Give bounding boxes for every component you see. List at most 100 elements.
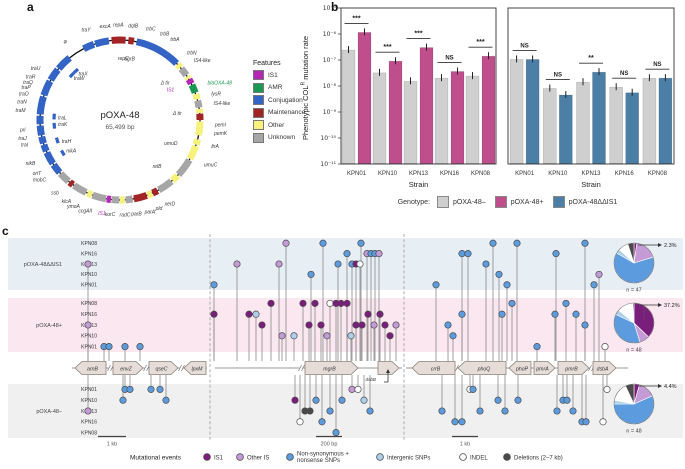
mutation-event-nonsyn — [210, 281, 218, 289]
features-legend-swatch — [253, 132, 264, 143]
features-legend-label: IS1 — [268, 71, 278, 79]
plasmid-gene-label: korC — [105, 212, 116, 218]
mutation-event-nonsyn — [343, 250, 351, 258]
plasmid-gene-label: IS1 — [98, 211, 106, 217]
mutation-event-nonsyn — [581, 321, 589, 329]
gene-label: phoP — [515, 366, 529, 372]
plasmid-gene-label: IS4-like — [194, 58, 211, 64]
mutation-event-indel — [356, 260, 364, 268]
plasmid-gene-label: traW — [74, 76, 86, 82]
mutation-event-nonsyn — [326, 407, 334, 415]
plasmid-segment — [57, 171, 71, 184]
plasmid-segment — [50, 162, 63, 175]
plasmid-gene-label: ymoA — [66, 204, 80, 210]
plasmid-gene-label: pld — [155, 206, 163, 212]
plasmid-gene-label: IS1 — [167, 88, 175, 94]
gene-arrow — [183, 361, 207, 375]
plasmid-segment — [56, 55, 72, 71]
plasmid-gene-label: mobC — [33, 177, 47, 183]
mutation-event-other_is — [275, 260, 283, 268]
bar — [481, 55, 496, 164]
plasmid-gene-label: traR — [26, 75, 36, 81]
mutation-event-is1 — [267, 299, 275, 307]
pie-outline — [613, 242, 655, 284]
plasmid-gene-label: IS4-like — [214, 101, 231, 107]
gene-arrow — [148, 361, 179, 375]
plasmid-segment — [135, 38, 180, 66]
mutation-legend-swatch — [236, 453, 244, 461]
mutation-event-is1 — [358, 321, 366, 329]
axis-break-mark — [143, 364, 147, 372]
significance-label: ** — [588, 55, 594, 62]
mutation-event-nonsyn — [449, 332, 457, 340]
pie-outline — [613, 383, 655, 425]
plasmid-gene-label: pemI — [214, 123, 227, 129]
mutation-event-other_is — [233, 260, 241, 268]
genotype-legend-swatch — [552, 196, 565, 208]
features-legend-swatch — [253, 95, 264, 105]
mutation-event-is1 — [311, 299, 319, 307]
mutation-event-indel — [603, 385, 611, 393]
plasmid-gene-label: traH — [62, 139, 72, 145]
features-legend-item: Conjugation — [253, 95, 305, 105]
plasmid-gene-label: traI — [21, 142, 29, 148]
gene-arrow — [457, 361, 507, 375]
gene-label: pmrB — [564, 366, 578, 372]
axis-break-mark — [298, 364, 302, 372]
panel-a-label: a — [27, 0, 34, 14]
plasmid-segment — [40, 79, 54, 97]
strain-label: KPN10 — [81, 398, 97, 404]
bar — [388, 60, 403, 164]
mutation-event-nonsyn — [503, 281, 511, 289]
mutation-event-intergenic — [290, 332, 298, 340]
plasmid-segment — [175, 158, 193, 177]
mutation-event-other_is — [278, 332, 286, 340]
features-legend-label: AMR — [268, 84, 283, 91]
mutation-map: pOXA-48ΔΔIS1KPN08KPN16KPN13KPN10KPN01pOX… — [8, 234, 683, 464]
bar — [403, 81, 418, 164]
strain-label: KPN10 — [81, 334, 97, 340]
plasmid-gene-label: trbA — [170, 37, 180, 43]
x-tick-label: KPN01 — [515, 171, 535, 177]
mutation-event-other_is — [84, 407, 92, 415]
plasmid-gene-label: blaOXA-48 — [207, 81, 232, 87]
mutation-event-nonsyn — [319, 239, 327, 247]
pie-outline — [613, 302, 655, 344]
genotype-legend: Genotype: pOXA-48–pOXA-48+pOXA-48ΔΔIS1 — [330, 196, 685, 208]
axis-break-mark — [178, 364, 182, 372]
mutation-event-nonsyn — [458, 418, 466, 426]
plasmid-segment — [106, 195, 112, 203]
bar-chart-poxa48-plus: 10⁻⁵10⁻⁶10⁻⁷10⁻⁸10⁻⁹10⁻¹⁰10⁻¹¹***KPN01**… — [320, 5, 497, 189]
plasmid-gene-label: Δ tir — [160, 80, 170, 86]
features-legend-label: Conjugation — [268, 96, 303, 104]
plasmid-gene-label: xerD — [164, 202, 176, 208]
plasmid-gene-label: parB — [130, 211, 142, 217]
x-tick-label: KPN16 — [440, 171, 460, 177]
features-legend-label: Other — [268, 121, 285, 129]
gene-label: dsbB — [366, 377, 376, 382]
mutation-event-nonsyn — [147, 385, 155, 393]
mutation-event-other_is — [595, 270, 603, 278]
plasmid-gene-label: traO — [19, 92, 29, 98]
plasmid-gene-label: parA — [144, 209, 156, 215]
plasmid-segment — [72, 182, 88, 196]
gene-arrow — [533, 361, 556, 375]
plasmid-gene-label: dqlB — [128, 24, 139, 30]
x-tick-label: KPN16 — [615, 171, 635, 177]
plasmid-gene-label: lysR — [211, 92, 221, 98]
mutation-event-deletion — [306, 407, 314, 415]
mutation-event-nonsyn — [307, 270, 315, 278]
bar — [592, 71, 606, 164]
mutation-event-nonsyn — [338, 396, 346, 404]
strain-label: KPN16 — [81, 312, 97, 318]
gene-arrow — [74, 361, 107, 375]
significance-label: NS — [520, 43, 528, 49]
gene-arrow — [112, 361, 144, 375]
gene-arrow — [377, 361, 400, 375]
mutation-legend-label: Deletions (2–7 kb) — [514, 456, 563, 462]
plasmid-inner-gene-arrow — [72, 67, 80, 75]
mutation-event-other_is — [370, 321, 378, 329]
scale-bar-label: 1 kb — [107, 442, 117, 448]
significance-label: NS — [620, 71, 628, 77]
